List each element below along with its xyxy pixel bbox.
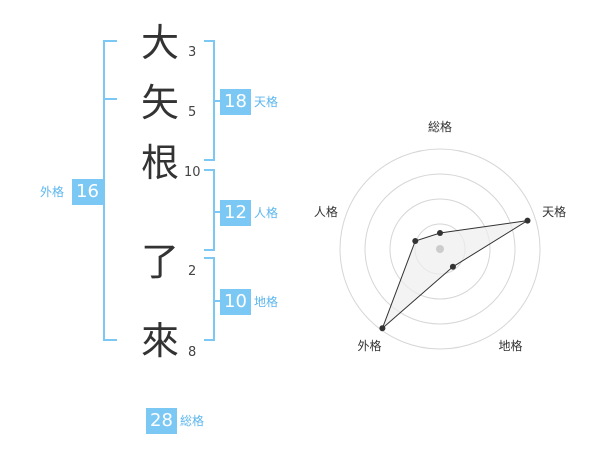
- stroke-count-5: 8: [188, 345, 197, 360]
- jinkaku-score: 12: [220, 200, 251, 226]
- radar-axis-label-4: 人格: [314, 204, 338, 219]
- radar-points: [379, 217, 531, 332]
- radar-point-0: [437, 230, 443, 236]
- chikaku-score: 10: [220, 289, 251, 315]
- jinkaku-label: 人格: [254, 206, 279, 220]
- chikaku-bracket: [204, 257, 215, 341]
- radar-point-4: [412, 237, 419, 244]
- radar-ring-3: [364, 173, 516, 325]
- radar-polygon: [381, 220, 528, 329]
- radar-axis-label-3: 外格: [357, 338, 381, 353]
- name-char-4: 了: [140, 240, 179, 284]
- tenkaku-score: 18: [220, 89, 251, 115]
- soukaku-score: 28: [146, 408, 177, 434]
- name-char-5: 來: [140, 319, 179, 363]
- radar-ring-2: [389, 198, 491, 300]
- stroke-count-3: 10: [184, 165, 201, 180]
- radar-axis-label-1: 天格: [542, 204, 566, 219]
- radar-ring-4: [339, 148, 541, 350]
- stroke-count-2: 5: [188, 105, 197, 120]
- radar-axis-label-0: 総格: [428, 119, 452, 134]
- name-char-3: 根: [140, 141, 179, 185]
- soukaku-label: 総格: [180, 414, 205, 428]
- name-char-2: 矢: [140, 81, 179, 125]
- stroke-count-4: 2: [188, 264, 197, 279]
- radar-axis-label-2: 地格: [499, 338, 523, 353]
- radar-point-2: [449, 263, 456, 270]
- grouping-brackets: [103, 40, 220, 341]
- radar-point-3: [379, 325, 386, 332]
- radar-center-dot: [436, 245, 444, 253]
- tenkaku-bracket: [204, 40, 215, 161]
- gaikaku-bracket: [103, 40, 117, 341]
- gaikaku-label: 外格: [40, 185, 65, 199]
- chikaku-label: 地格: [254, 295, 279, 309]
- stroke-count-1: 3: [188, 45, 197, 60]
- radar-point-1: [524, 217, 531, 224]
- tenkaku-label: 天格: [254, 95, 279, 109]
- jinkaku-bracket: [204, 169, 215, 251]
- gaikaku-score: 16: [72, 179, 103, 205]
- radar-grid: [339, 148, 541, 350]
- name-char-1: 大: [140, 21, 179, 65]
